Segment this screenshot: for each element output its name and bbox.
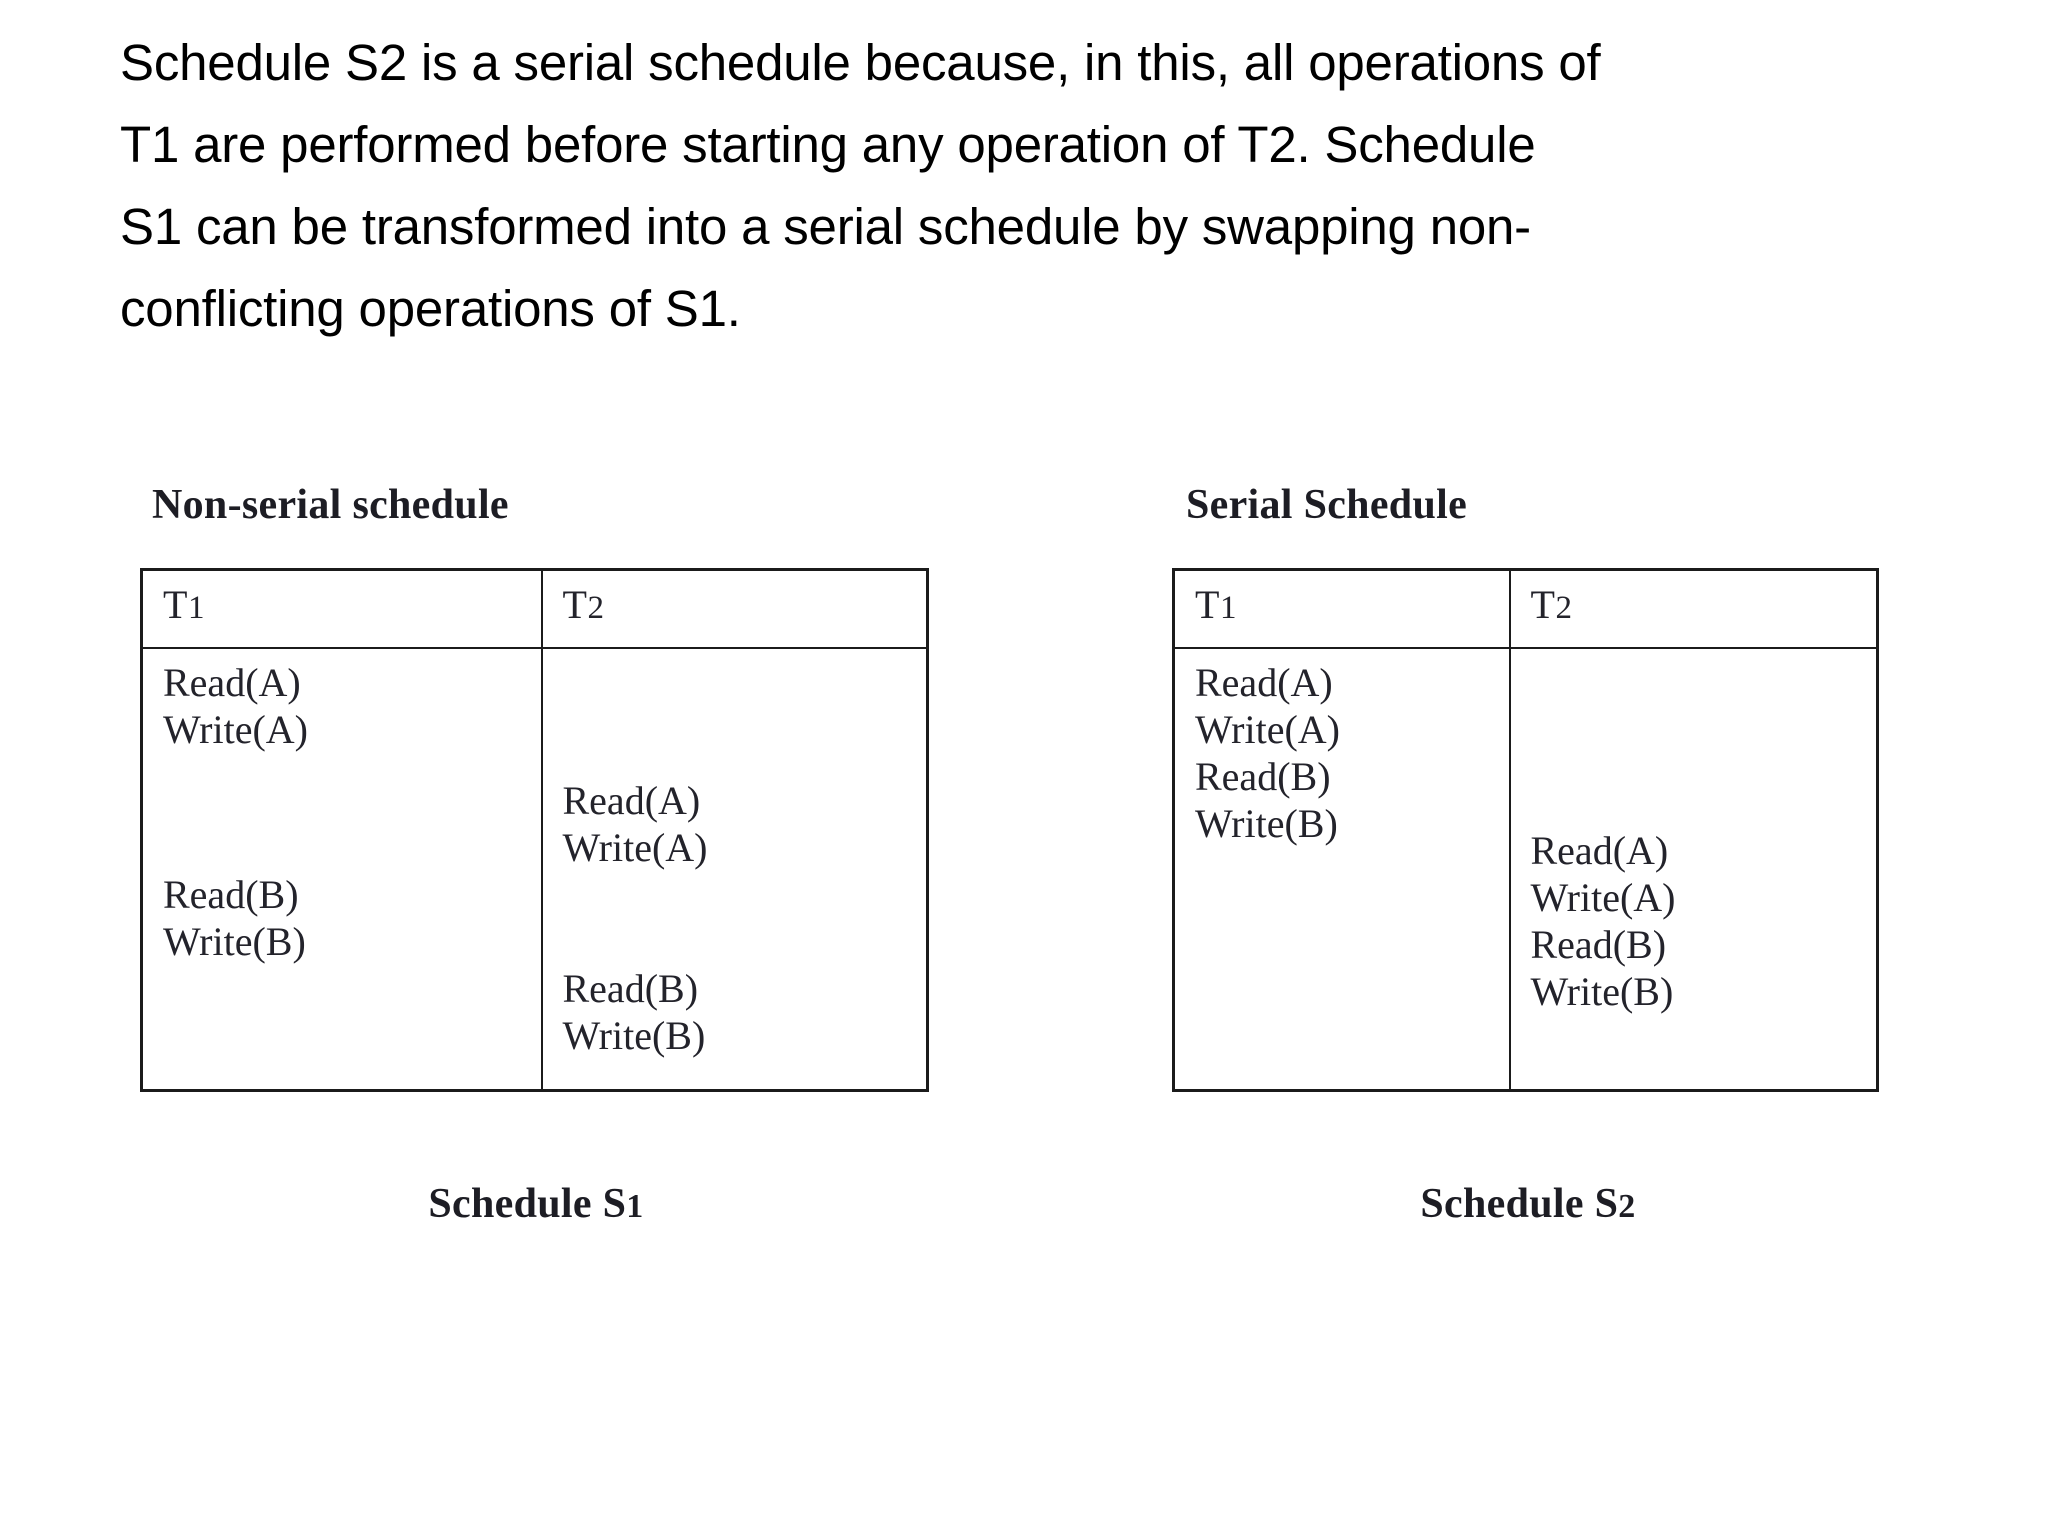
column-header-t2-text: T (1530, 582, 1556, 627)
intro-paragraph: Schedule S2 is a serial schedule because… (120, 22, 1950, 350)
operation-item: Read(A) (163, 660, 301, 705)
schedule-s2-table: T1 T2 Read(A) Write(A) Read(B) Write(B) (1172, 568, 1879, 1092)
paragraph-line-2: T1 are performed before starting any ope… (120, 116, 1536, 173)
operation-item: Write(A) (163, 707, 308, 752)
operation-block: Read(A) Write(A) (563, 777, 708, 871)
operation-item: Read(A) (562, 778, 701, 823)
paragraph-line-1: Schedule S2 is a serial schedule because… (120, 34, 1601, 91)
operation-block: Read(A) Write(A) Read(B) Write(B) (1195, 659, 1340, 847)
body-cell-t1: Read(A) Write(A) Read(B) Write(B) (140, 647, 543, 1092)
operation-item: Write(A) (1530, 875, 1676, 920)
table-header-row: T1 T2 (140, 568, 929, 649)
column-header-t2-text: T (562, 582, 588, 627)
figure-caption-schedule-s1: Schedule S1 (140, 1180, 932, 1231)
caption-text: Schedule S (1420, 1181, 1619, 1227)
figure-heading-non-serial: Non-serial schedule (152, 482, 509, 528)
column-header-t2-number: 2 (1555, 590, 1573, 626)
operation-item: Read(A) (1195, 660, 1333, 705)
header-cell-t1: T1 (140, 568, 543, 649)
operation-item: Write(B) (163, 919, 306, 964)
figure-serial-schedule: Serial Schedule T1 T2 Read(A) Write(A) R… (1172, 480, 1884, 1231)
operation-item: Read(B) (1530, 922, 1667, 967)
operation-block: Read(B) Write(B) (563, 965, 706, 1059)
operation-item: Read(A) (1530, 828, 1669, 873)
header-cell-t1: T1 (1172, 568, 1511, 649)
operation-item: Read(B) (1195, 754, 1331, 799)
column-header-t1-number: 1 (1219, 590, 1237, 626)
column-header-t1: T1 (143, 571, 541, 630)
figure-caption-schedule-s2: Schedule S2 (1172, 1180, 1884, 1231)
caption-number: 1 (626, 1188, 644, 1225)
operation-item: Write(A) (1195, 707, 1340, 752)
header-cell-t2: T2 (540, 568, 929, 649)
body-cell-t2: Read(A) Write(A) Read(B) Write(B) (1508, 647, 1879, 1092)
paragraph-line-3: S1 can be transformed into a serial sche… (120, 198, 1531, 255)
column-header-t1-number: 1 (187, 590, 205, 626)
table-header-row: T1 T2 (1172, 568, 1879, 649)
column-header-t1-text: T (1195, 582, 1220, 627)
schedule-s1-table: T1 T2 Read(A) Write(A) Read(B) Write(B) (140, 568, 929, 1092)
body-cell-t2: Read(A) Write(A) Read(B) Write(B) (540, 647, 929, 1092)
operation-block: Read(A) Write(A) (163, 659, 308, 753)
operation-item: Write(B) (1530, 969, 1674, 1014)
figure-heading-serial: Serial Schedule (1186, 482, 1468, 528)
table-body-row: Read(A) Write(A) Read(B) Write(B) Read(A… (140, 647, 929, 1092)
caption-number: 2 (1618, 1188, 1636, 1225)
operation-item: Write(B) (562, 1013, 706, 1058)
column-header-t2-number: 2 (587, 590, 605, 626)
column-header-t2: T2 (1511, 571, 1877, 630)
paragraph-line-4: conflicting operations of S1. (120, 280, 741, 337)
column-header-t1-text: T (163, 582, 188, 627)
body-cell-t1: Read(A) Write(A) Read(B) Write(B) (1172, 647, 1511, 1092)
figure-non-serial-schedule: Non-serial schedule T1 T2 Read(A) Write(… (140, 480, 932, 1231)
operation-block: Read(A) Write(A) Read(B) Write(B) (1531, 827, 1676, 1015)
column-header-t2: T2 (543, 571, 927, 630)
table-body-row: Read(A) Write(A) Read(B) Write(B) Read(A… (1172, 647, 1879, 1092)
operation-block: Read(B) Write(B) (163, 871, 306, 965)
operation-item: Read(B) (163, 872, 299, 917)
caption-text: Schedule S (428, 1181, 627, 1227)
operation-item: Write(B) (1195, 801, 1338, 846)
header-cell-t2: T2 (1508, 568, 1879, 649)
operation-item: Read(B) (562, 966, 699, 1011)
operation-item: Write(A) (562, 825, 708, 870)
column-header-t1: T1 (1175, 571, 1509, 630)
